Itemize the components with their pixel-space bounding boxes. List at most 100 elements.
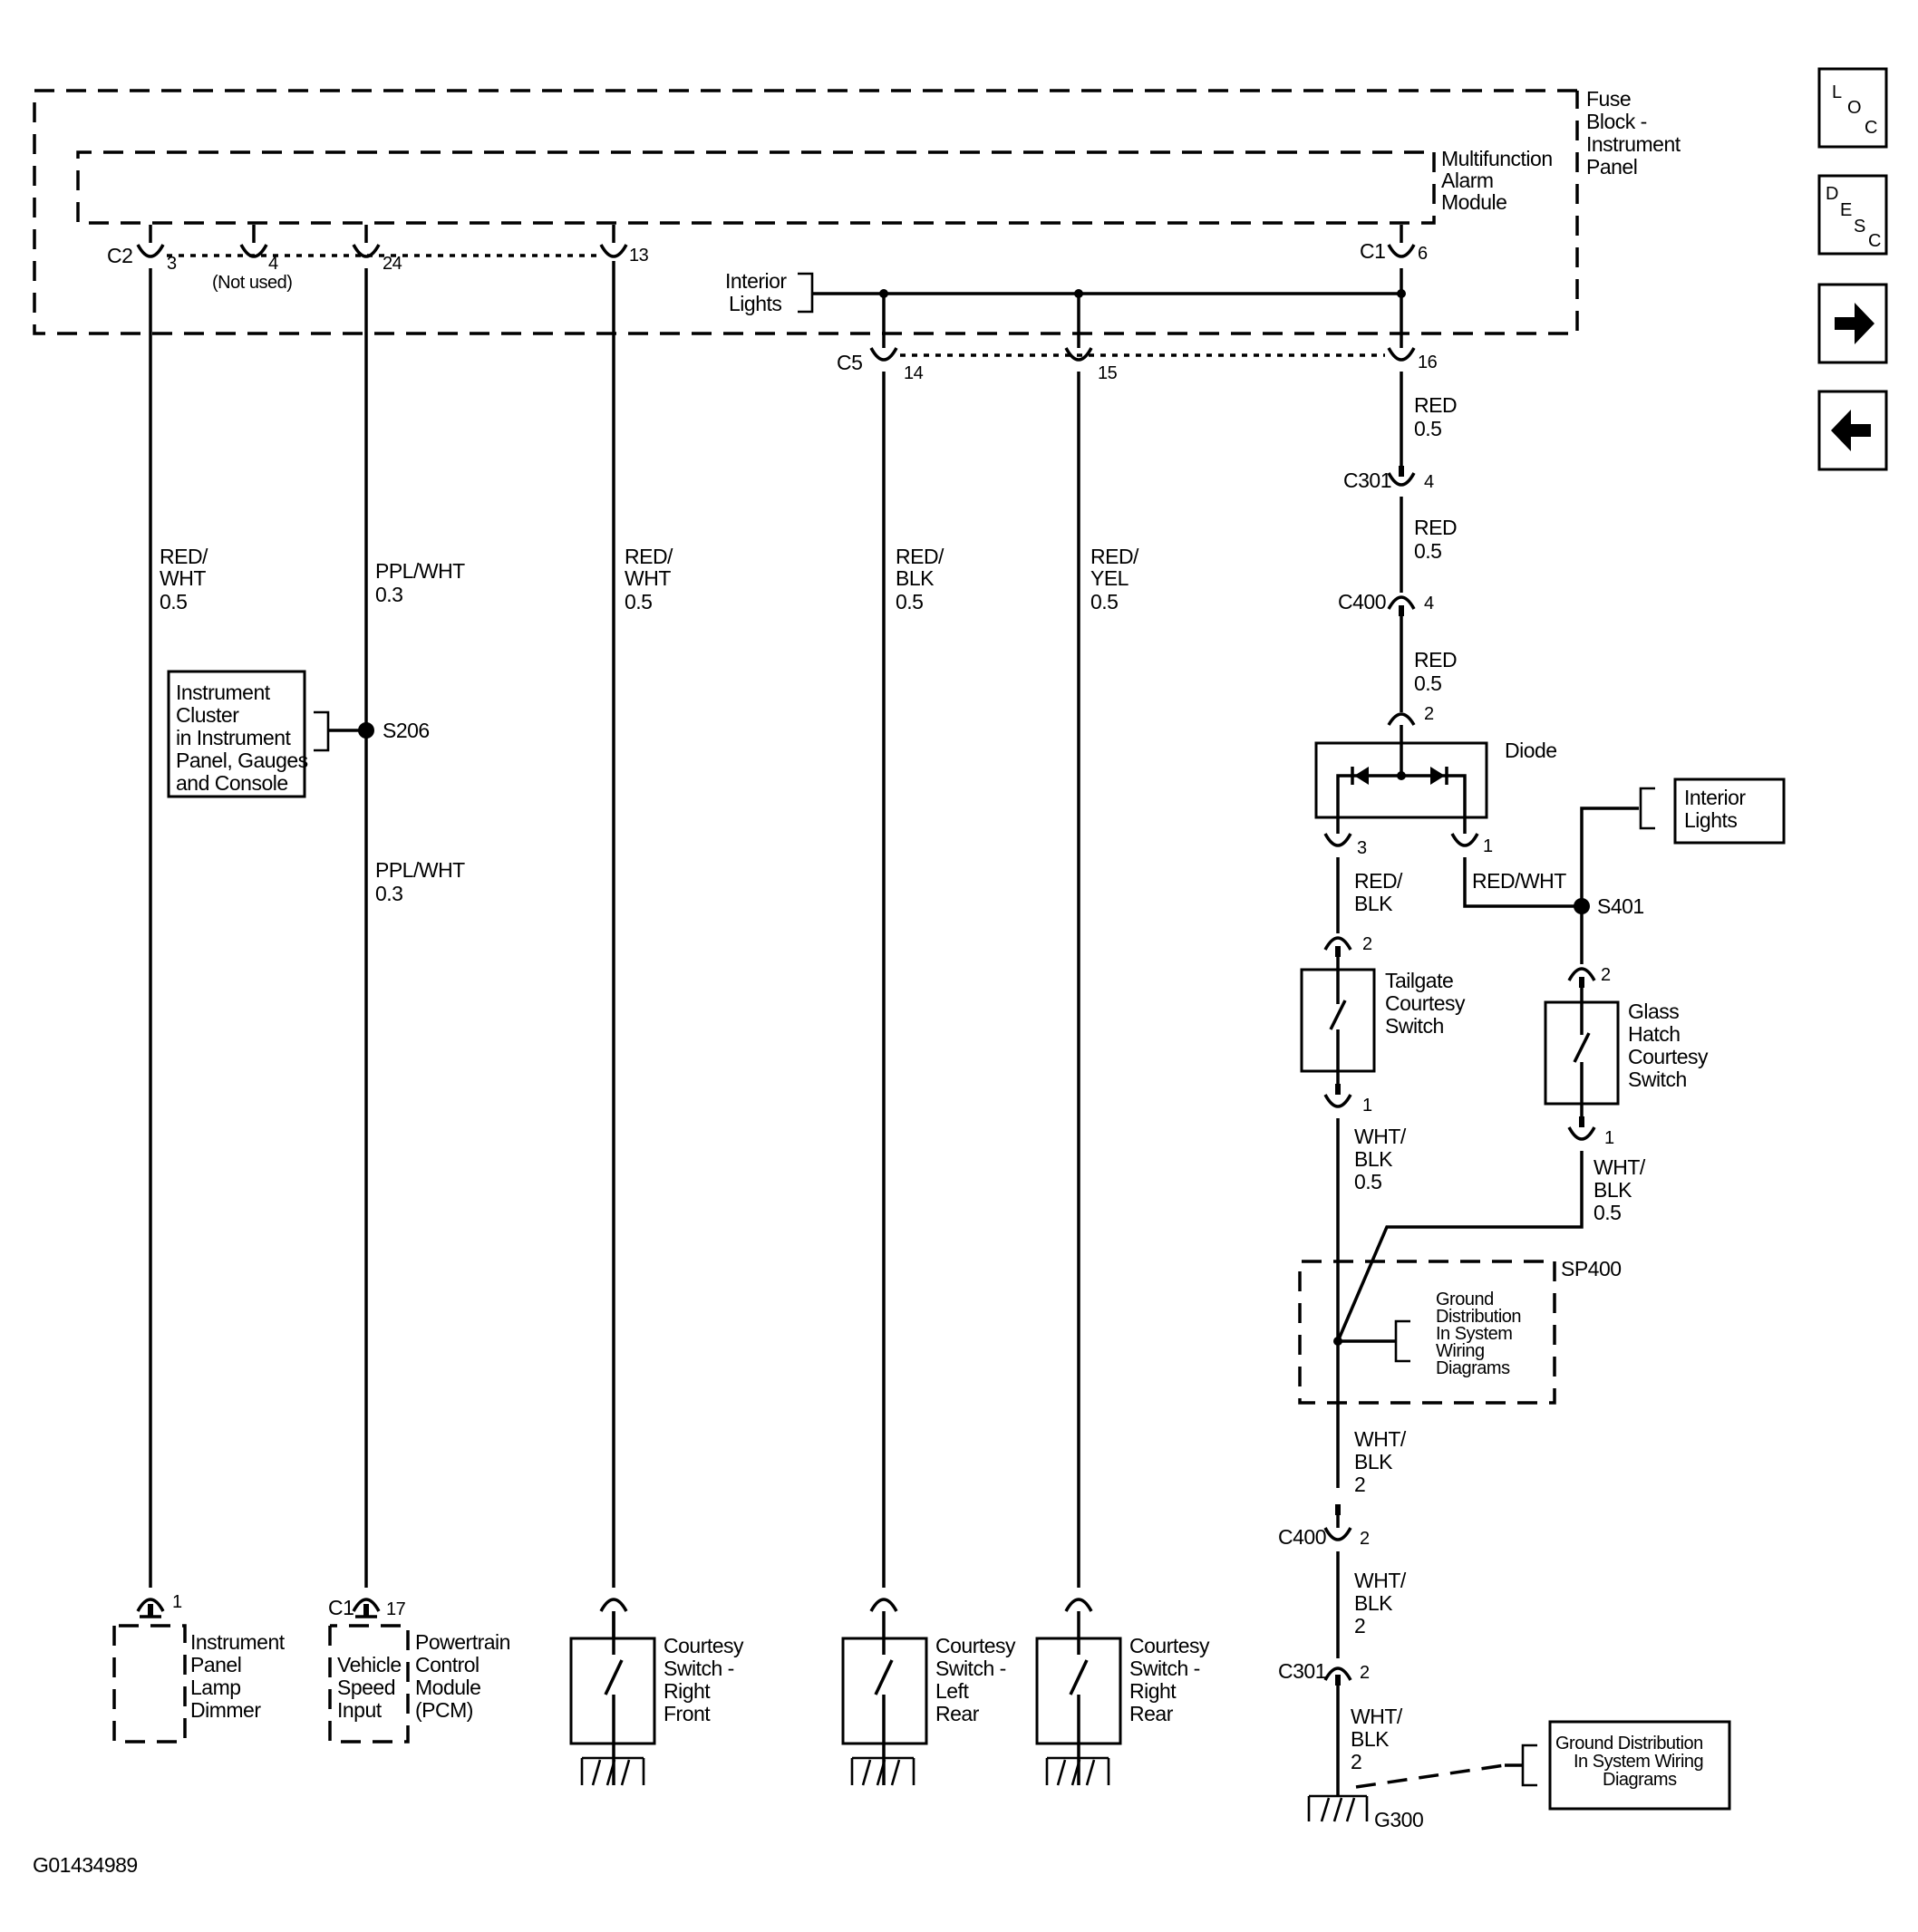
svg-text:16: 16	[1418, 353, 1438, 372]
next-button[interactable]	[1817, 283, 1888, 364]
svg-text:6: 6	[1418, 244, 1428, 264]
ground-g300: G300 Ground Distribution In System Wirin…	[1307, 1720, 1731, 1831]
svg-text:S: S	[1854, 217, 1865, 237]
svg-text:2: 2	[1424, 704, 1434, 724]
tailgate-courtesy-switch: Tailgate Courtesy Switch 1	[1300, 957, 1467, 1116]
svg-text:Courtesy: Courtesy	[1129, 1634, 1210, 1657]
svg-text:RED/: RED/	[1354, 869, 1403, 893]
svg-text:(Not used): (Not used)	[212, 273, 292, 293]
svg-text:Fuse: Fuse	[1586, 87, 1631, 111]
svg-text:BLK: BLK	[896, 566, 935, 590]
prev-button[interactable]	[1817, 390, 1888, 471]
wire-label-red-wht-2: RED/ WHT 0.5	[625, 545, 674, 613]
svg-text:0.5: 0.5	[160, 590, 187, 613]
svg-text:Rear: Rear	[1129, 1702, 1174, 1725]
svg-text:RED: RED	[1414, 516, 1457, 539]
svg-text:BLK: BLK	[1354, 1147, 1393, 1171]
svg-text:17: 17	[386, 1599, 406, 1619]
splice-pack-sp400: SP400 Ground Distribution In System Wiri…	[1298, 1257, 1622, 1405]
svg-text:0.5: 0.5	[1414, 417, 1441, 440]
svg-text:WHT/: WHT/	[1354, 1569, 1407, 1592]
svg-text:Courtesy: Courtesy	[1628, 1045, 1709, 1068]
svg-text:Switch: Switch	[1628, 1067, 1687, 1091]
svg-text:Right: Right	[1129, 1679, 1177, 1703]
splice-s206: S206	[383, 719, 430, 742]
svg-text:RED: RED	[1414, 648, 1457, 671]
svg-text:Panel, Gauges: Panel, Gauges	[176, 749, 308, 772]
svg-text:0.5: 0.5	[625, 590, 652, 613]
svg-text:Interior: Interior	[1684, 786, 1746, 809]
svg-text:Ground: Ground	[1436, 1290, 1494, 1309]
loc-button[interactable]: L O C	[1817, 67, 1888, 149]
svg-text:Switch -: Switch -	[1129, 1657, 1200, 1680]
svg-text:Rear: Rear	[935, 1702, 980, 1725]
svg-text:0.5: 0.5	[1414, 539, 1441, 563]
svg-text:Dimmer: Dimmer	[190, 1698, 261, 1722]
svg-text:RED/WHT: RED/WHT	[1472, 869, 1566, 893]
svg-text:BLK: BLK	[1593, 1178, 1632, 1202]
glass-hatch-courtesy-switch: Glass Hatch Courtesy Switch 1	[1544, 988, 1710, 1148]
top-connectors: C2 3 4 (Not used) 24 13 C1 6 Interior Li…	[107, 225, 1438, 383]
svg-text:Panel: Panel	[1586, 155, 1637, 179]
svg-text:3: 3	[167, 254, 177, 274]
svg-text:(PCM): (PCM)	[415, 1698, 473, 1722]
svg-text:Instrument: Instrument	[176, 681, 271, 704]
svg-text:15: 15	[1098, 363, 1118, 383]
powertrain-control-module: C1 17 Vehicle Speed Input Powertrain Con…	[328, 1596, 510, 1744]
courtesy-switch-left-rear: Courtesy Switch - Left Rear	[841, 1598, 1017, 1786]
svg-text:Block -: Block -	[1586, 110, 1647, 133]
svg-text:Interior: Interior	[725, 269, 787, 293]
svg-text:Distribution: Distribution	[1436, 1307, 1521, 1327]
svg-text:4: 4	[1424, 472, 1434, 492]
desc-button[interactable]: D E S C	[1817, 174, 1888, 256]
svg-text:In System: In System	[1436, 1324, 1512, 1344]
arrow-right-icon	[1835, 303, 1874, 344]
arrow-left-icon	[1831, 410, 1871, 451]
svg-text:Switch: Switch	[1385, 1014, 1444, 1038]
svg-text:Diagrams: Diagrams	[1436, 1358, 1510, 1378]
courtesy-switch-right-front: Courtesy Switch - Right Front	[569, 1598, 745, 1786]
svg-text:RED/: RED/	[160, 545, 208, 568]
connector-c2-label: C2	[107, 244, 132, 267]
wire-label-red-yel: RED/ YEL 0.5	[1090, 545, 1140, 613]
svg-text:Front: Front	[664, 1702, 711, 1725]
wire-label-red-blk: RED/ BLK 0.5	[896, 545, 945, 613]
wire-label-red-wht-1: RED/ WHT 0.5	[160, 545, 209, 613]
svg-text:2: 2	[1601, 965, 1611, 985]
svg-text:Switch -: Switch -	[935, 1657, 1006, 1680]
svg-text:and Console: and Console	[176, 771, 288, 795]
svg-text:0.5: 0.5	[896, 590, 923, 613]
svg-text:YEL: YEL	[1090, 566, 1129, 590]
connector-c5-label: C5	[837, 351, 862, 374]
svg-text:Cluster: Cluster	[176, 703, 239, 727]
svg-text:3: 3	[1357, 838, 1367, 858]
svg-text:Lights: Lights	[729, 292, 781, 315]
glass-hatch-branch: RED/WHT S401 Interior Lights 2	[1463, 778, 1786, 988]
svg-text:WHT: WHT	[160, 566, 206, 590]
wire-label-ppl-wht-1: PPL/WHT 0.3	[375, 559, 466, 606]
svg-text:Control: Control	[415, 1653, 480, 1676]
svg-text:Diagrams: Diagrams	[1603, 1770, 1677, 1790]
svg-text:2: 2	[1354, 1473, 1365, 1496]
svg-text:24: 24	[383, 254, 402, 274]
svg-text:G300: G300	[1374, 1808, 1423, 1831]
svg-text:Input: Input	[337, 1698, 383, 1722]
svg-text:4: 4	[1424, 594, 1434, 613]
svg-text:Lights: Lights	[1684, 808, 1737, 832]
svg-text:2: 2	[1360, 1529, 1370, 1549]
svg-text:Courtesy: Courtesy	[664, 1634, 744, 1657]
circuit-wires	[149, 261, 1080, 1588]
svg-text:BLK: BLK	[1354, 1591, 1393, 1615]
svg-text:WHT/: WHT/	[1354, 1427, 1407, 1451]
wire-label-ppl-wht-2: PPL/WHT 0.3	[375, 858, 466, 905]
connector-c1-label: C1	[1360, 239, 1385, 263]
svg-text:PPL/WHT: PPL/WHT	[375, 559, 465, 583]
svg-text:Multifunction: Multifunction	[1441, 147, 1553, 170]
svg-text:Right: Right	[664, 1679, 711, 1703]
svg-text:1: 1	[1604, 1128, 1614, 1148]
svg-text:13: 13	[629, 246, 649, 266]
svg-text:C: C	[1868, 231, 1881, 251]
svg-text:Ground Distribution: Ground Distribution	[1555, 1734, 1703, 1753]
svg-text:Powertrain: Powertrain	[415, 1630, 510, 1654]
svg-text:RED/: RED/	[896, 545, 944, 568]
